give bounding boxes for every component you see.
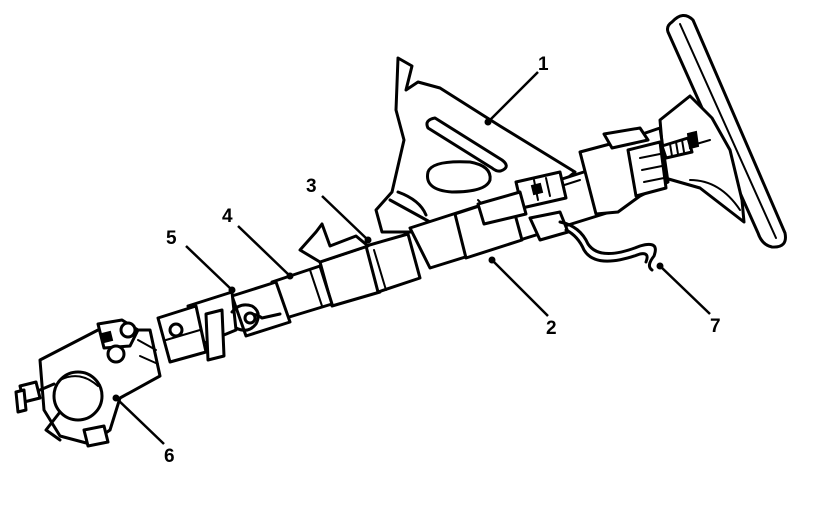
callout-4: 4 — [222, 206, 233, 227]
leader-2 — [491, 259, 549, 317]
callout-3: 3 — [306, 176, 317, 197]
callout-5: 5 — [166, 228, 177, 249]
steering-gear — [14, 318, 162, 448]
callout-6: 6 — [164, 446, 175, 467]
lock-housing — [578, 126, 700, 216]
leader-3 — [321, 195, 369, 241]
callout-2: 2 — [546, 318, 557, 339]
leader-lines — [112, 71, 711, 445]
callout-labels: 1 2 3 4 5 6 7 — [164, 54, 721, 467]
leader-5-dot — [228, 286, 236, 294]
lower-coupling — [156, 304, 208, 364]
leader-1-dot — [484, 118, 492, 126]
leader-5 — [185, 245, 233, 291]
steering-wheel — [666, 14, 787, 249]
leader-4 — [237, 225, 291, 277]
leader-1 — [487, 71, 539, 123]
callout-1: 1 — [538, 54, 549, 75]
wire-harness — [528, 210, 664, 272]
leader-7 — [659, 265, 711, 315]
leader-3-dot — [364, 236, 372, 244]
leader-6 — [115, 397, 165, 445]
intermediate-sleeve — [298, 222, 422, 308]
leader-2-dot — [488, 256, 496, 264]
switch-cluster — [476, 170, 568, 226]
callout-7: 7 — [710, 316, 721, 337]
leader-4-dot — [286, 272, 294, 280]
leader-6-dot — [112, 394, 120, 402]
